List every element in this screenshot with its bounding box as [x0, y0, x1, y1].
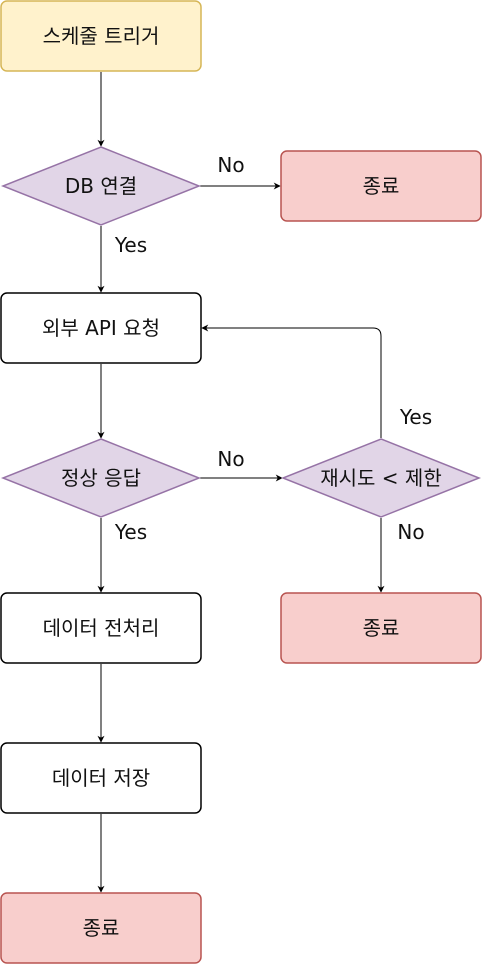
edge-retry-yes-to-api [201, 324, 382, 438]
node-end-db-label: 종료 [363, 174, 400, 198]
node-db-connect-decision: DB 연결 [0, 146, 202, 226]
edge-label-response-no: No [217, 447, 244, 471]
edge-label-response-yes: Yes [114, 520, 147, 544]
edge-label-db-no: No [217, 153, 244, 177]
node-api-request: 외부 API 요청 [0, 292, 202, 364]
node-end-final: 종료 [0, 892, 202, 964]
node-retry-limit-label: 재시도 < 제한 [320, 466, 441, 490]
node-schedule-trigger: 스케줄 트리거 [0, 0, 202, 72]
node-preprocess: 데이터 전처리 [0, 592, 202, 664]
node-retry-limit-decision: 재시도 < 제한 [280, 438, 482, 518]
node-preprocess-label: 데이터 전처리 [43, 616, 160, 640]
node-db-connect-label: DB 연결 [65, 174, 137, 198]
node-save-label: 데이터 저장 [52, 766, 150, 790]
node-end-retry-label: 종료 [363, 616, 400, 640]
edge-label-db-yes: Yes [114, 233, 147, 257]
node-end-retry: 종료 [280, 592, 482, 664]
edge-label-retry-no: No [397, 520, 424, 544]
node-api-request-label: 외부 API 요청 [42, 316, 160, 340]
node-normal-response-label: 정상 응답 [61, 466, 141, 490]
edge-label-retry-yes: Yes [399, 405, 432, 429]
node-end-final-label: 종료 [83, 916, 120, 940]
node-save: 데이터 저장 [0, 742, 202, 814]
node-normal-response-decision: 정상 응답 [0, 438, 202, 518]
node-end-db: 종료 [280, 150, 482, 222]
node-schedule-trigger-label: 스케줄 트리거 [43, 24, 160, 48]
